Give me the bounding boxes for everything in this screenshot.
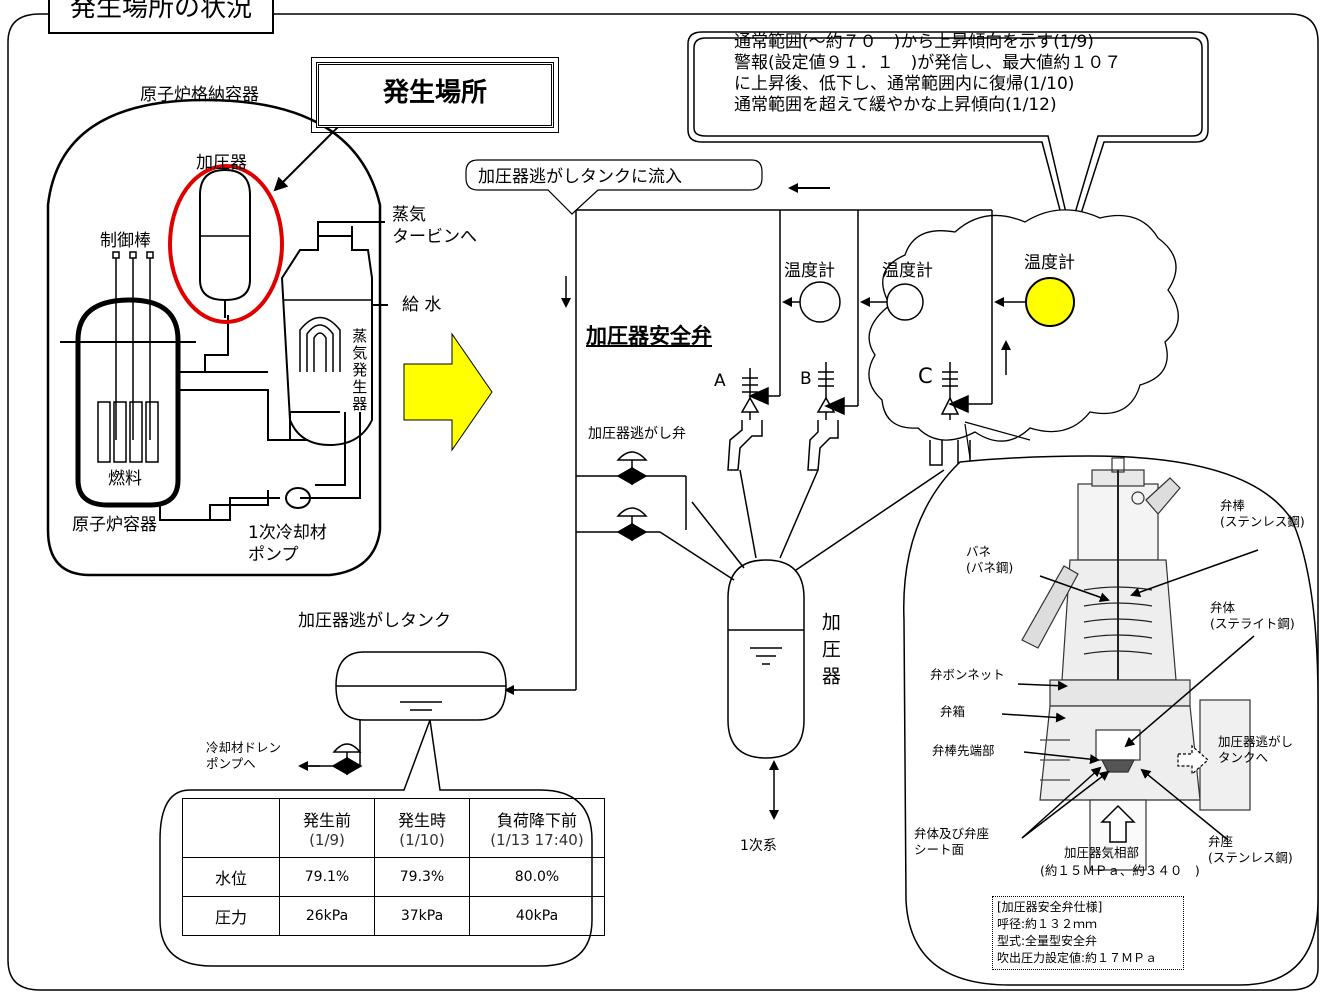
valve-b-label: B [800, 369, 812, 389]
stem-tip-label: 弁棒先端部 [932, 743, 995, 758]
inflow-label: 加圧器逃がしタンクに流入 [478, 167, 682, 187]
trend-line-3: に上昇後、低下し、通常範囲内に復帰(1/10) [734, 74, 1075, 94]
spring-label: バネ (バネ鋼) [966, 544, 1014, 575]
header-label: 発生前 [302, 811, 351, 830]
drain-pump-label: 冷却材ドレン ポンプへ [206, 740, 282, 771]
pressurizer-vertical-label: 加圧器 [818, 612, 841, 693]
table-cell: 79.1% [279, 857, 375, 897]
thermometer-b-circle [886, 283, 924, 321]
reactor-vessel [75, 297, 181, 508]
relief-tank-label: 加圧器逃がしタンク [298, 611, 451, 631]
control-rods-label: 制御棒 [100, 231, 151, 251]
table-corner-cell [182, 798, 280, 858]
primary-system-label: 1次系 [740, 838, 777, 854]
bonnet-label: 弁ボンネット [930, 667, 1005, 682]
top-callout-outer [687, 31, 1209, 251]
spec-line: [加圧器安全弁仕様] [997, 900, 1103, 914]
table-header-cell: 発生前(1/9) [279, 798, 375, 858]
trend-line-4: 通常範囲を超えて緩やかな上昇傾向(1/12) [734, 95, 1057, 115]
row-label: 水位 [182, 857, 280, 897]
header-date: (1/10) [399, 831, 445, 849]
thermometer-a-circle [799, 281, 841, 323]
pressurizer-tank [659, 469, 945, 759]
thermometer-b-label: 温度計 [882, 261, 933, 281]
spec-line: 吹出圧力設定値:約１７ＭＰａ [997, 951, 1158, 965]
containment-label: 原子炉格納容器 [140, 85, 259, 105]
feedwater-label: 給 水 [402, 295, 442, 315]
to-tank-arrow [1177, 744, 1209, 776]
trend-line-2: 警報(設定値９１．１ )が発信し、最大値約１０７ [734, 53, 1122, 73]
pressurizer-label: 加圧器 [196, 153, 247, 173]
vapor-up-arrow [1100, 804, 1136, 843]
valve-a-label: A [714, 371, 726, 391]
table-cell: 37kPa [374, 896, 470, 936]
relief-valves [576, 451, 687, 542]
relief-valve-label: 加圧器逃がし弁 [588, 426, 686, 442]
table-cell: 79.3% [374, 857, 470, 897]
header-label: 負荷降下前 [496, 811, 577, 830]
table-header-row: 発生前(1/9) 発生時(1/10) 負荷降下前(1/13 17:40) [182, 798, 605, 858]
occurrence-place-label: 発生場所 [311, 57, 559, 133]
containment-outline [46, 98, 382, 577]
valve-detail-leaders [1001, 549, 1259, 841]
safety-valve-b [807, 362, 845, 471]
table-cell: 26kPa [279, 896, 375, 936]
stem-label: 弁棒 (ステンレス鋼) [1220, 498, 1305, 529]
outer-frame [7, 13, 1319, 991]
seat-surface-label: 弁体及び弁座 シート面 [914, 826, 990, 857]
to-tank-label: 加圧器逃がし タンクへ [1218, 734, 1294, 765]
yellow-block-arrow [403, 332, 493, 452]
rcp-pump [285, 487, 311, 509]
table-row: 水位 79.1% 79.3% 80.0% [182, 857, 605, 897]
cloud-c [868, 209, 1179, 442]
safety-valve-c [929, 362, 971, 466]
discharge-piping [506, 209, 993, 691]
header-date: (1/9) [309, 831, 345, 849]
thermometer-a-label: 温度計 [784, 261, 835, 281]
control-rods [112, 251, 154, 440]
vapor-phase-label: 加圧器気相部 [1064, 845, 1140, 860]
table-cell: 80.0% [469, 857, 605, 897]
tank-conditions-table: 発生前(1/9) 発生時(1/10) 負荷降下前(1/13 17:40) 水位 … [182, 798, 605, 936]
header-date: (1/13 17:40) [490, 831, 584, 849]
disc-label: 弁体 (ステライト鋼) [1210, 600, 1295, 631]
spec-line: 型式:全量型安全弁 [997, 934, 1098, 948]
spec-line: 呼径:約１３２ｍｍ [997, 917, 1098, 931]
pressurizer-highlight [168, 164, 284, 324]
valve-c-label: C [918, 364, 933, 388]
seat-label: 弁座 (ステンレス鋼) [1208, 834, 1293, 865]
inflow-bubble [465, 159, 763, 215]
fuel-assemblies [97, 401, 159, 463]
vapor-conditions-label: (約１５ＭＰａ、約３４０ ) [1040, 863, 1200, 878]
table-header-cell: 負荷降下前(1/13 17:40) [469, 798, 605, 858]
trend-callout: 通常範囲(～約７０ )から上昇傾向を示す(1/9) 警報(設定値９１．１ )が発… [684, 32, 1204, 136]
safety-valve-a [727, 368, 769, 471]
page-title: 発生場所の状況 [48, 0, 275, 34]
header-label: 発生時 [397, 811, 446, 830]
table-cell: 40kPa [469, 896, 605, 936]
thermometer-c-label: 温度計 [1024, 253, 1075, 273]
thermometer-c-circle [1025, 277, 1075, 327]
relief-tank [298, 651, 507, 776]
trend-line-1: 通常範囲(～約７０ )から上昇傾向を示す(1/9) [734, 32, 1094, 52]
row-label: 圧力 [182, 896, 280, 936]
pressurizer-small [199, 168, 251, 302]
steam-to-turbine-label: 蒸気 タービンへ [392, 205, 477, 247]
safety-valve-title: 加圧器安全弁 [586, 324, 712, 348]
table-header-cell: 発生時(1/10) [374, 798, 470, 858]
steam-generator-label: 蒸気発生器 [350, 328, 369, 413]
primary-piping [159, 315, 361, 521]
steam-generator [280, 235, 373, 447]
table-row: 圧力 26kPa 37kPa 40kPa [182, 896, 605, 936]
reactor-vessel-label: 原子炉容器 [72, 515, 157, 535]
valve-spec-box: [加圧器安全弁仕様] 呼径:約１３２ｍｍ 型式:全量型安全弁 吹出圧力設定値:約… [992, 896, 1184, 970]
body-label: 弁箱 [940, 704, 966, 719]
pump-label: 1次冷却材 ポンプ [248, 523, 327, 565]
fuel-label: 燃料 [108, 469, 142, 489]
